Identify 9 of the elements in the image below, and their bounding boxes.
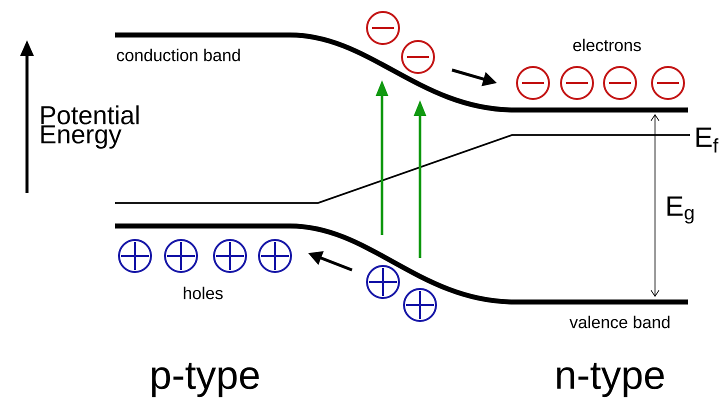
label: holes <box>184 286 223 300</box>
label: E$_{f}$ <box>696 128 718 152</box>
label: p-type <box>152 362 259 398</box>
label: electrons <box>573 38 641 52</box>
label: E$_{g}$ <box>668 196 694 224</box>
label: n-type <box>557 362 664 398</box>
label: valence band <box>570 316 670 328</box>
label: conduction band <box>116 48 240 62</box>
label: Potential Energy <box>41 105 139 149</box>
